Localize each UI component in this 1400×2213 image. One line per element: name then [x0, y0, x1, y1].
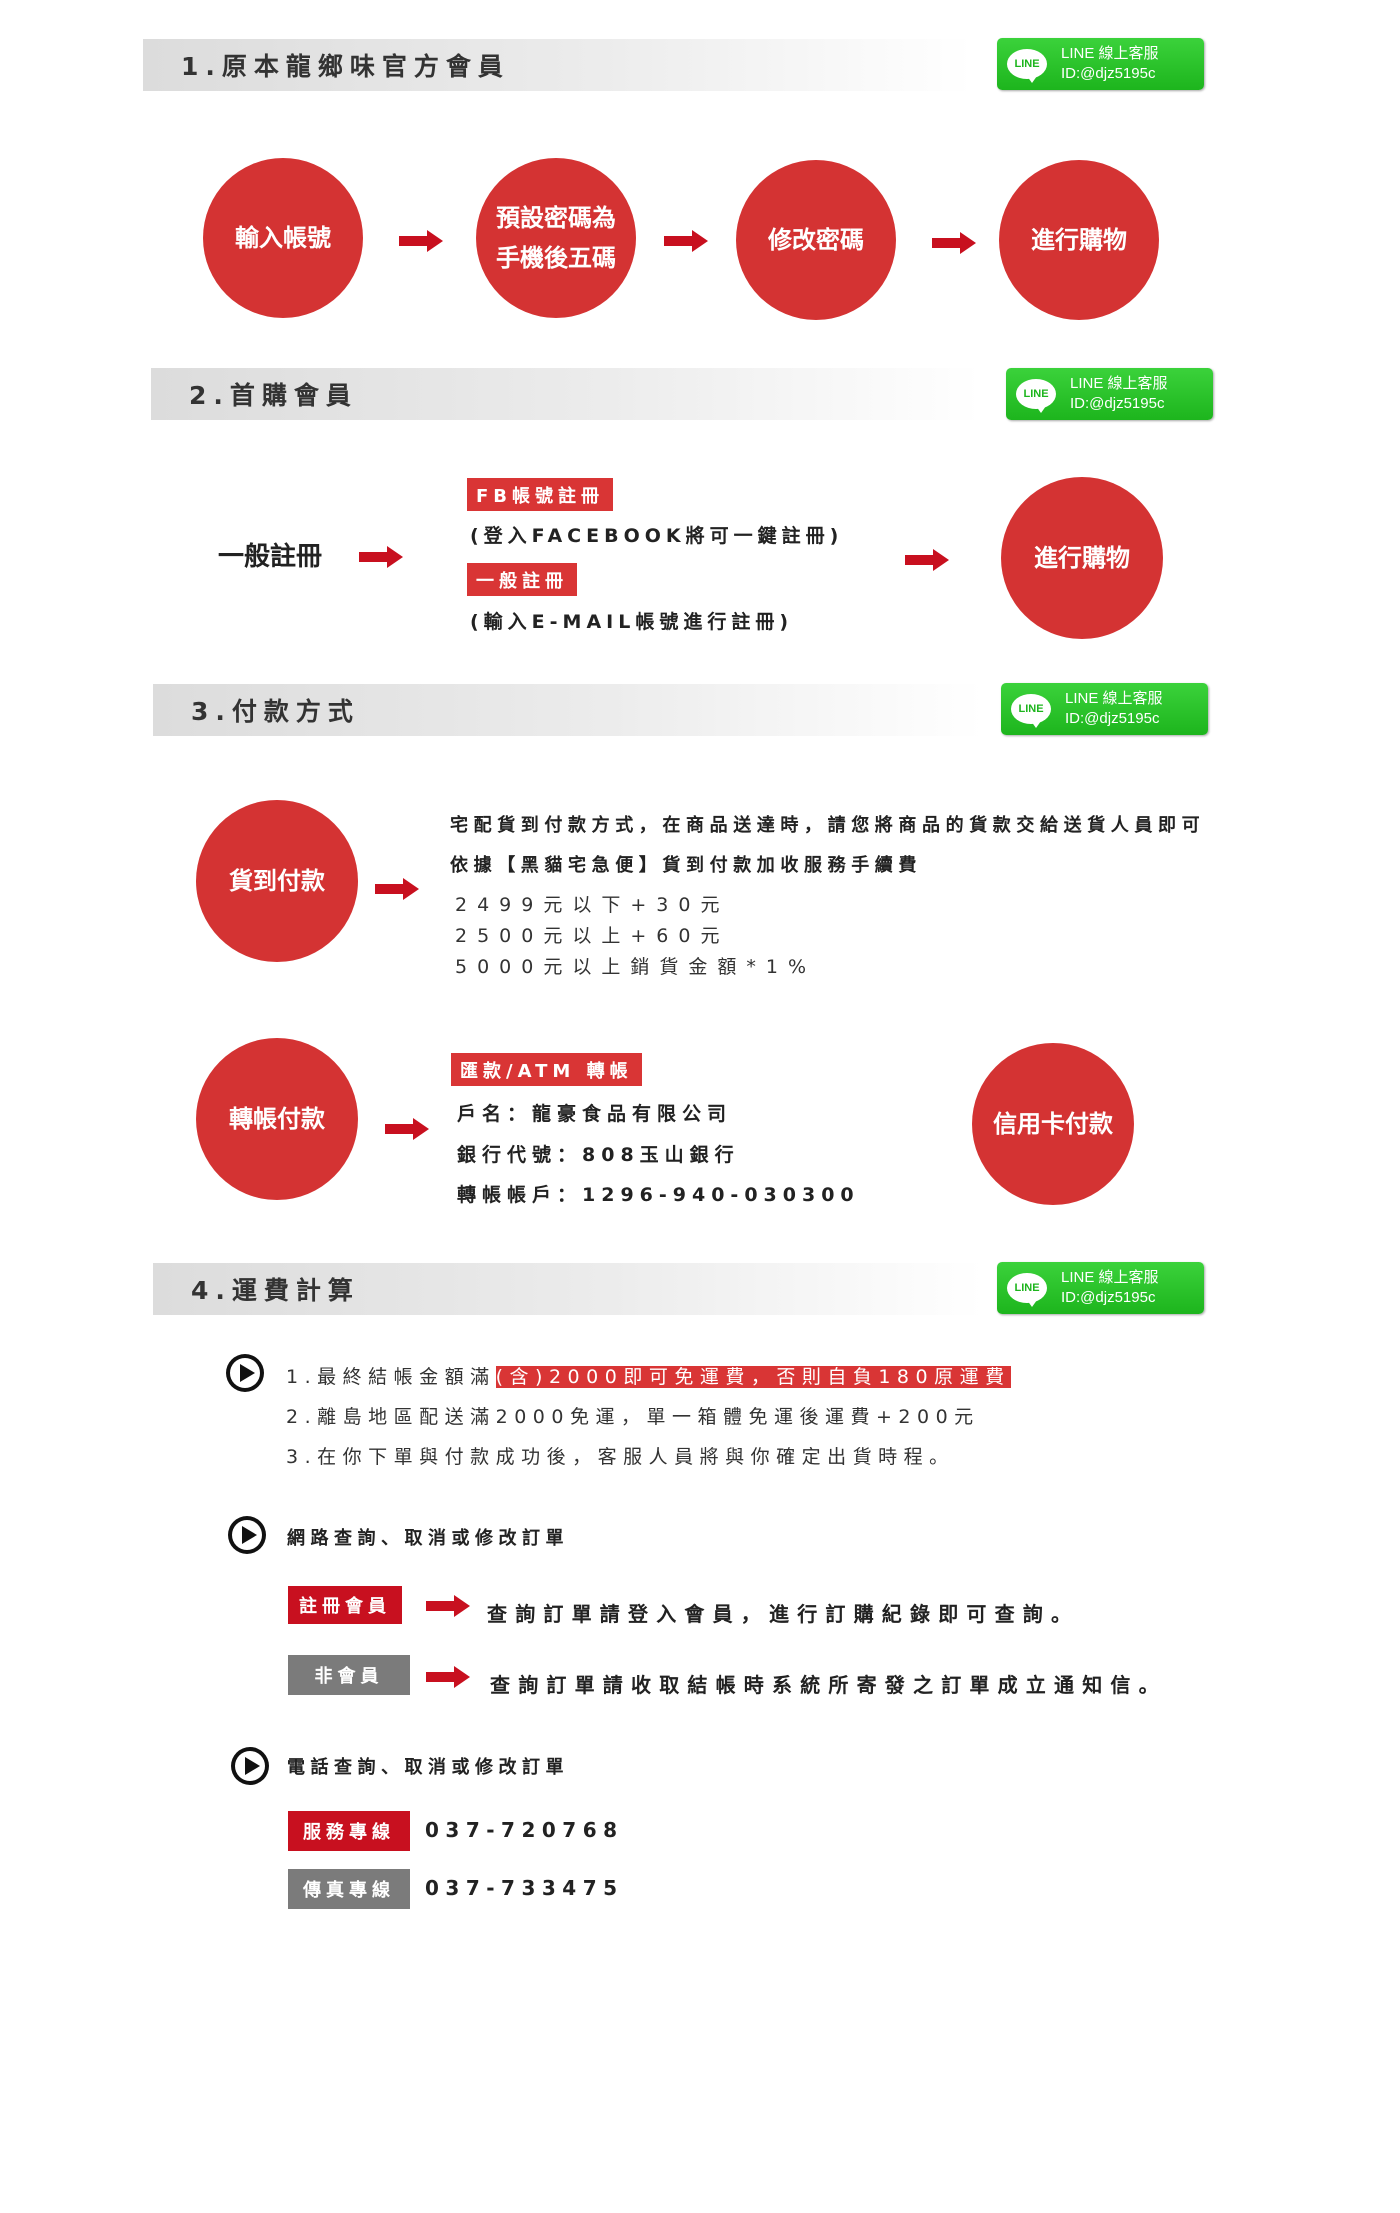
arrow-right-icon: [375, 878, 419, 900]
step-default-password: 預設密碼為手機後五碼: [476, 158, 636, 318]
line-badge-label: LINE 線上客服: [1061, 1269, 1159, 1286]
nonmember-label: 非會員: [288, 1655, 410, 1695]
transfer-payment: 轉帳付款: [196, 1038, 358, 1200]
line-badge-id: ID:@djz5195c: [1070, 395, 1165, 412]
phone-query-title: 電話查詢、取消或修改訂單: [287, 1757, 569, 1778]
line-badge-id: ID:@djz5195c: [1065, 710, 1160, 727]
section3-header: 3.付款方式: [153, 684, 983, 736]
line-badge[interactable]: LINE LINE 線上客服 ID:@djz5195c: [997, 38, 1204, 90]
line-logo-icon: LINE: [1007, 1273, 1047, 1307]
service-line-label: 服務專線: [288, 1811, 410, 1851]
account-number: 轉帳帳戶：1296-940-030300: [457, 1184, 860, 1206]
arrow-right-icon: [426, 1595, 470, 1617]
arrow-right-icon: [359, 546, 403, 568]
step-enter-account: 輸入帳號: [203, 158, 363, 318]
section2-title: 2.首購會員: [189, 381, 358, 410]
free-shipping-highlight: (含)2000即可免運費，否則自負180原運費: [495, 1366, 1011, 1388]
fb-register-label: FB帳號註冊: [467, 478, 614, 511]
nonmember-query-text: 查詢訂單請收取結帳時系統所寄發之訂單成立通知信。: [490, 1673, 1167, 1697]
section4-title: 4.運費計算: [191, 1276, 360, 1305]
line-logo-icon: LINE: [1007, 49, 1047, 83]
register-shopping: 進行購物: [1001, 477, 1163, 639]
line-badge-id: ID:@djz5195c: [1061, 1289, 1156, 1306]
arrow-right-icon: [664, 230, 708, 252]
bank-code: 銀行代號：808玉山銀行: [457, 1144, 740, 1166]
play-icon: [228, 1516, 266, 1554]
line-badge-label: LINE 線上客服: [1061, 45, 1159, 62]
play-icon: [231, 1747, 269, 1785]
shipping-rule-3: 3.在你下單與付款成功後，客服人員將與你確定出貨時程。: [286, 1446, 955, 1468]
general-register-text: 一般註冊: [218, 542, 323, 572]
line-logo-icon: LINE: [1016, 379, 1056, 413]
section3-title: 3.付款方式: [191, 697, 360, 726]
line-badge[interactable]: LINE LINE 線上客服 ID:@djz5195c: [1006, 368, 1213, 420]
section2-header: 2.首購會員: [151, 368, 981, 420]
line-logo-icon: LINE: [1011, 694, 1051, 728]
section1-title: 1.原本龍鄉味官方會員: [181, 52, 510, 81]
fax-line-number: 037-733475: [425, 1876, 624, 1900]
online-query-title: 網路查詢、取消或修改訂單: [287, 1528, 569, 1549]
cod-description: 宅配貨到付款方式，在商品送達時，請您將商品的貨款交給送貨人員即可: [450, 815, 1206, 836]
line-badge-label: LINE 線上客服: [1065, 690, 1163, 707]
arrow-right-icon: [932, 232, 976, 254]
step-change-password: 修改密碼: [736, 160, 896, 320]
line-badge[interactable]: LINE LINE 線上客服 ID:@djz5195c: [1001, 683, 1208, 735]
normal-register-label: 一般註冊: [467, 563, 577, 596]
cod-fee-tier-1: 2499元以下+30元: [455, 894, 730, 916]
play-icon: [226, 1354, 264, 1392]
shipping-rule-1: 1.最終結帳金額滿(含)2000即可免運費，否則自負180原運費: [286, 1366, 1011, 1388]
fax-line-label: 傳真專線: [288, 1869, 410, 1909]
arrow-right-icon: [426, 1666, 470, 1688]
cod-fee-tier-2: 2500元以上+60元: [455, 925, 730, 947]
arrow-right-icon: [385, 1118, 429, 1140]
service-line-number: 037-720768: [425, 1818, 624, 1842]
normal-register-desc: (輸入E-MAIL帳號進行註冊): [470, 611, 794, 633]
line-badge-label: LINE 線上客服: [1070, 375, 1168, 392]
credit-card-payment: 信用卡付款: [972, 1043, 1134, 1205]
account-name: 戶名：龍豪食品有限公司: [457, 1103, 733, 1125]
step-shopping: 進行購物: [999, 160, 1159, 320]
shipping-rule-2: 2.離島地區配送滿2000免運，單一箱體免運後運費+200元: [286, 1406, 980, 1428]
fb-register-desc: (登入FACEBOOK將可一鍵註冊): [470, 525, 844, 547]
cod-payment: 貨到付款: [196, 800, 358, 962]
line-badge-id: ID:@djz5195c: [1061, 65, 1156, 82]
member-query-text: 查詢訂單請登入會員，進行訂購紀錄即可查詢。: [487, 1602, 1080, 1626]
arrow-right-icon: [905, 549, 949, 571]
atm-transfer-label: 匯款/ATM 轉帳: [451, 1053, 642, 1086]
cod-fee-tier-3: 5000元以上銷貨金額*1%: [455, 956, 816, 978]
cod-fee-note: 依據【黑貓宅急便】貨到付款加收服務手續費: [450, 855, 922, 876]
section1-header: 1.原本龍鄉味官方會員: [143, 39, 973, 91]
member-label: 註冊會員: [288, 1586, 402, 1624]
section4-header: 4.運費計算: [153, 1263, 983, 1315]
line-badge[interactable]: LINE LINE 線上客服 ID:@djz5195c: [997, 1262, 1204, 1314]
arrow-right-icon: [399, 230, 443, 252]
